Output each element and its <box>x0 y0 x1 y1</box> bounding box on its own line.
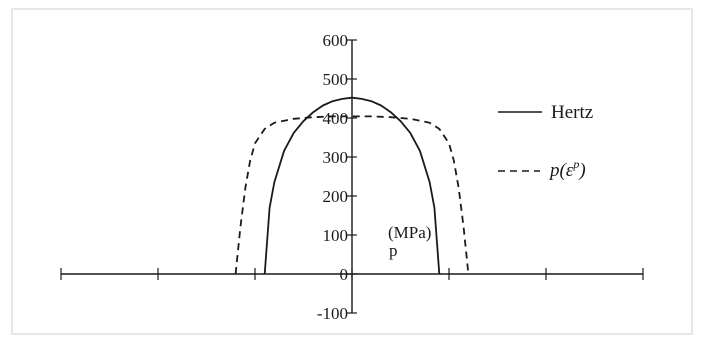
axes <box>60 39 644 314</box>
y-tick-label-6: 0 <box>340 265 349 284</box>
series-line-hertz <box>263 96 441 275</box>
series-line-p-epsilon <box>234 115 470 275</box>
tick-labels: 600 500 400 300 200 100 0 -100 <box>317 31 348 323</box>
y-tick-label-3: 300 <box>323 148 349 167</box>
unit-label-bottom: p <box>389 241 398 260</box>
series-group <box>234 96 470 275</box>
y-tick-label-0: 600 <box>323 31 349 50</box>
legend-label-sup: p <box>572 157 579 171</box>
y-tick-label-7: -100 <box>317 304 348 323</box>
y-tick-label-1: 500 <box>323 70 349 89</box>
legend-label-close: ) <box>578 160 585 181</box>
legend-label-hertz: Hertz <box>551 102 593 123</box>
plot-border <box>11 8 693 335</box>
y-tick-label-4: 200 <box>323 187 349 206</box>
legend-label-main: p(ε <box>548 160 574 181</box>
legend-label-p-epsilon: p(εp) <box>548 157 586 181</box>
unit-label-top: (MPa) <box>388 223 431 242</box>
legend: Hertz p(εp) <box>498 102 593 181</box>
y-tick-label-5: 100 <box>323 226 349 245</box>
y-tick-label-2: 400 <box>323 109 349 128</box>
